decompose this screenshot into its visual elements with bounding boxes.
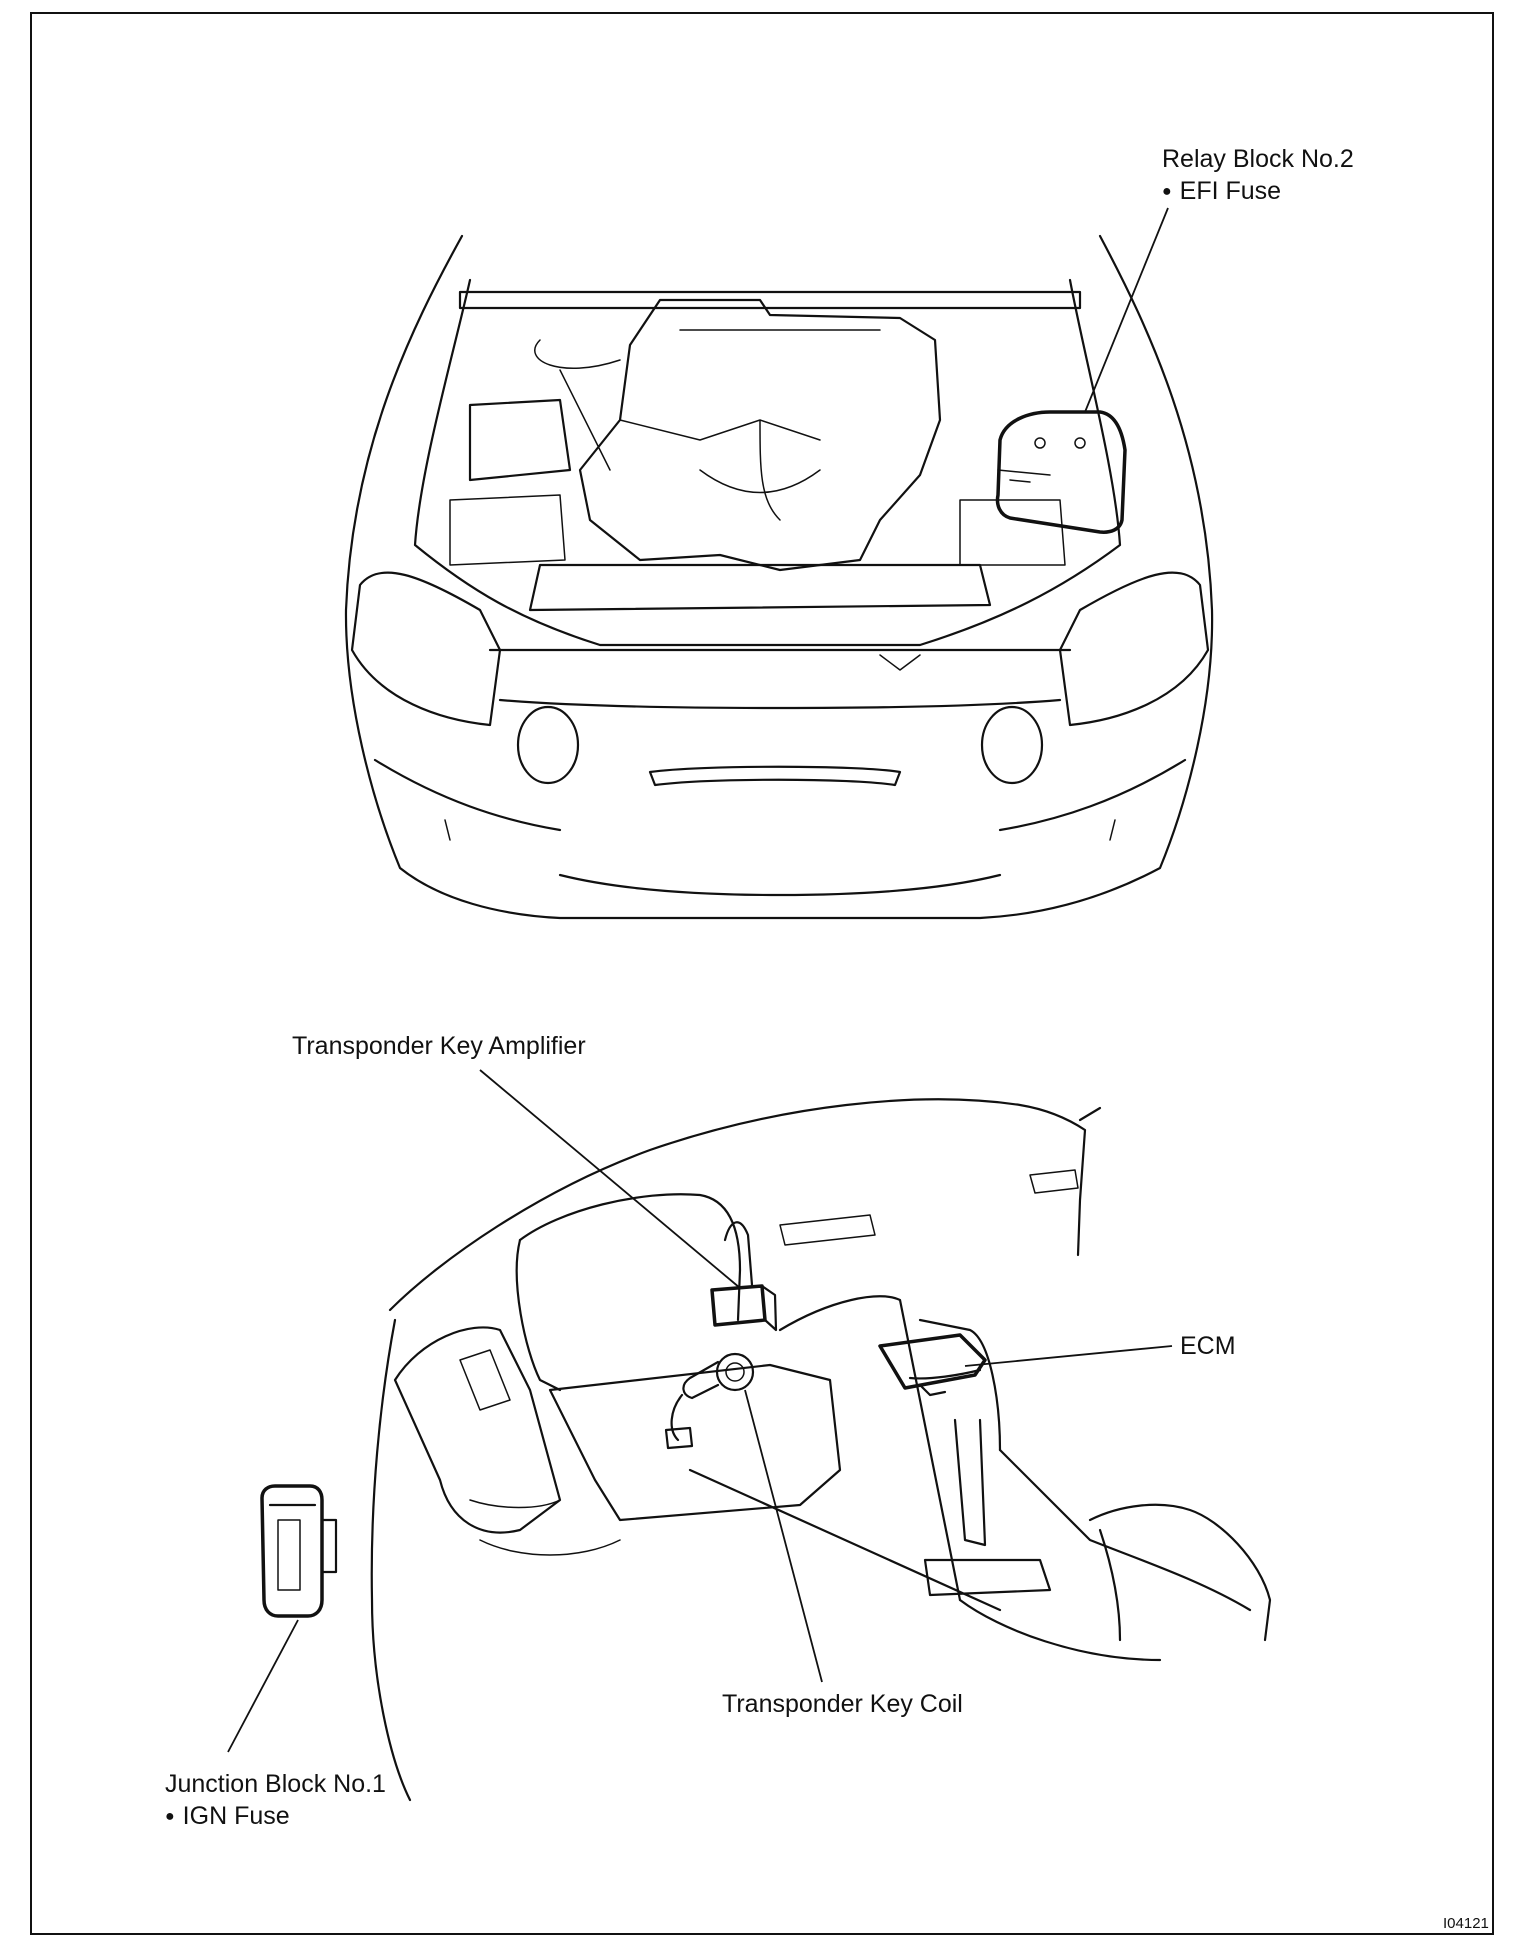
ecm-leader xyxy=(964,1345,1173,1367)
coil-label: Transponder Key Coil xyxy=(722,1690,963,1718)
junction-block-label: Junction Block No.1 IGN Fuse xyxy=(165,1768,386,1836)
ign-fuse-label: IGN Fuse xyxy=(165,1800,386,1836)
relay-block-name: Relay Block No.2 xyxy=(1162,145,1354,173)
junction-block-name: Junction Block No.1 xyxy=(165,1770,386,1798)
efi-fuse-label: EFI Fuse xyxy=(1162,175,1354,211)
amplifier-label: Transponder Key Amplifier xyxy=(292,1032,586,1060)
engine-compartment-illustration xyxy=(344,234,1214,920)
diagram-frame xyxy=(30,12,1494,1935)
figure-code: I04121 xyxy=(1443,1915,1489,1932)
coil-leader xyxy=(744,1389,823,1683)
dashboard-illustration xyxy=(260,1098,1272,1802)
amplifier-leader xyxy=(479,1069,741,1289)
relay-block-label: Relay Block No.2 EFI Fuse xyxy=(1162,143,1354,211)
junction-block-leader xyxy=(227,1619,299,1753)
ecm-label: ECM xyxy=(1180,1332,1236,1360)
relay-block-leader xyxy=(1084,207,1169,413)
